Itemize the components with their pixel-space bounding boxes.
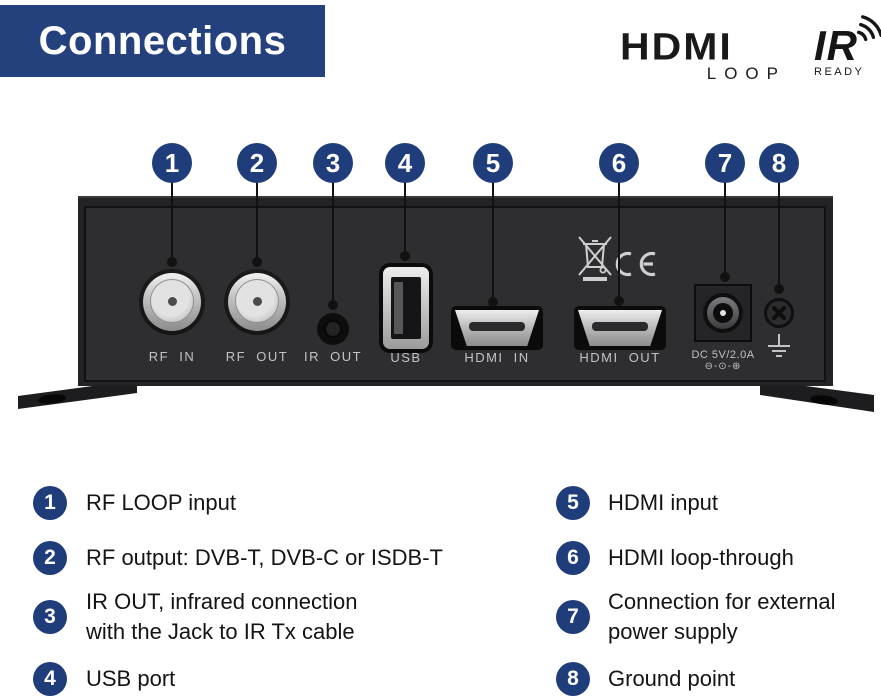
legend-number-badge: 6: [556, 541, 590, 575]
dc-power-label: DC 5V/2.0A: [691, 349, 755, 361]
legend-number: 8: [567, 667, 579, 690]
callout-hdmi-out: 6: [599, 143, 639, 183]
legend-item-1: 1 RF LOOP input: [33, 471, 236, 535]
legend-text-line: with the Jack to IR Tx cable: [86, 619, 355, 644]
legend-number: 2: [44, 546, 56, 569]
usb-port: [383, 267, 429, 349]
callout-number: 6: [611, 147, 627, 178]
callout-number: 3: [325, 147, 341, 178]
legend-item-5: 5 HDMI input: [556, 471, 718, 535]
callout-line-hdmi-in: [492, 181, 494, 302]
port-label-hdmi-out: HDMI OUT: [579, 350, 661, 365]
rf-out-connector: [224, 269, 290, 335]
page-title: Connections: [38, 18, 287, 63]
legend-number: 3: [44, 605, 56, 628]
callout-line-dc-power: [724, 181, 726, 277]
callout-number: 1: [164, 147, 180, 178]
port-label-usb: USB: [390, 350, 422, 365]
ir-ready-logo: IR READY: [814, 15, 881, 78]
callout-number: 8: [771, 147, 787, 178]
weee-icon: [578, 236, 612, 281]
legend-number: 6: [567, 546, 579, 569]
callout-number: 7: [717, 147, 733, 178]
device-rear-panel: RF IN RF OUT IR OUT USB HDMI IN HDMI OUT…: [78, 196, 833, 386]
ir-logo-text: IR: [814, 22, 858, 69]
legend-item-3: 3 IR OUT, infrared connection with the Ja…: [33, 585, 357, 649]
legend-number-badge: 8: [556, 662, 590, 696]
legend-text-line: USB port: [86, 666, 176, 691]
callout-dot-hdmi-out: [614, 296, 624, 306]
legend-item-4: 4 USB port: [33, 647, 175, 700]
hdmi-out-port: [574, 306, 666, 350]
callout-line-usb: [404, 181, 406, 256]
legend-item-7: 7 Connection for external power supply: [556, 585, 835, 649]
ir-ready-label: READY: [814, 66, 865, 78]
ground-symbol-icon: [766, 334, 792, 360]
legend-text-line: Ground point: [608, 666, 736, 691]
callout-usb: 4: [385, 143, 425, 183]
legend-text-line: power supply: [608, 619, 738, 644]
dc-power-jack: [694, 284, 752, 342]
callout-hdmi-in: 5: [473, 143, 513, 183]
legend-number: 4: [44, 667, 56, 690]
port-label-rf-out: RF OUT: [225, 349, 289, 364]
legend-number: 7: [567, 605, 579, 628]
callout-rf-in: 1: [152, 143, 192, 183]
legend-item-8: 8 Ground point: [556, 647, 735, 700]
port-label-rf-in: RF IN: [148, 349, 196, 364]
port-label-ir-out: IR OUT: [303, 349, 363, 364]
legend-item-2: 2 RF output: DVB-T, DVB-C or ISDB-T: [33, 526, 443, 590]
legend-number-badge: 1: [33, 486, 67, 520]
legend-number-badge: 3: [33, 600, 67, 634]
callout-ground: 8: [759, 143, 799, 183]
legend-number: 1: [44, 491, 56, 514]
callout-line-ground: [778, 181, 780, 289]
callout-line-hdmi-out: [618, 181, 620, 301]
ir-waves-icon: [856, 15, 881, 42]
ground-screw: [764, 298, 794, 328]
legend-number-badge: 7: [556, 600, 590, 634]
header-banner: Connections: [0, 5, 325, 77]
callout-dot-dc-power: [720, 272, 730, 282]
callout-dot-hdmi-in: [488, 297, 498, 307]
dc-polarity-icon: ⊖-⊙-⊕: [704, 361, 742, 372]
hdmi-logo-text: HDMI: [620, 25, 733, 68]
legend-item-6: 6 HDMI loop-through: [556, 526, 794, 590]
callout-dc-power: 7: [705, 143, 745, 183]
legend-text-line: RF output: DVB-T, DVB-C or ISDB-T: [86, 545, 443, 570]
hdmi-loop-logo: HDMI LOOP: [620, 25, 780, 84]
callout-number: 4: [397, 147, 413, 178]
callout-dot-ground: [774, 284, 784, 294]
legend-number-badge: 4: [33, 662, 67, 696]
ir-out-jack: [317, 313, 349, 345]
legend-text-line: RF LOOP input: [86, 490, 236, 515]
port-label-hdmi-in: HDMI IN: [464, 350, 530, 365]
callout-ir-out: 3: [313, 143, 353, 183]
callout-line-rf-out: [256, 181, 258, 262]
callout-line-ir-out: [332, 181, 334, 305]
callout-number: 5: [485, 147, 501, 178]
callout-dot-rf-out: [252, 257, 262, 267]
hdmi-loop-label: LOOP: [706, 64, 786, 83]
hdmi-in-port: [451, 306, 543, 350]
callout-number: 2: [249, 147, 265, 178]
callout-rf-out: 2: [237, 143, 277, 183]
callout-dot-rf-in: [167, 257, 177, 267]
legend-text-line: Connection for external: [608, 589, 836, 614]
legend-text-line: HDMI input: [608, 490, 719, 515]
legend-text-line: HDMI loop-through: [608, 545, 794, 570]
legend-text-line: IR OUT, infrared connection: [86, 589, 358, 614]
callout-dot-usb: [400, 251, 410, 261]
ce-mark: [615, 251, 656, 277]
callout-dot-ir-out: [328, 300, 338, 310]
callout-line-rf-in: [171, 181, 173, 262]
legend-number-badge: 5: [556, 486, 590, 520]
legend-number-badge: 2: [33, 541, 67, 575]
legend-number: 5: [567, 491, 579, 514]
rf-in-connector: [139, 269, 205, 335]
